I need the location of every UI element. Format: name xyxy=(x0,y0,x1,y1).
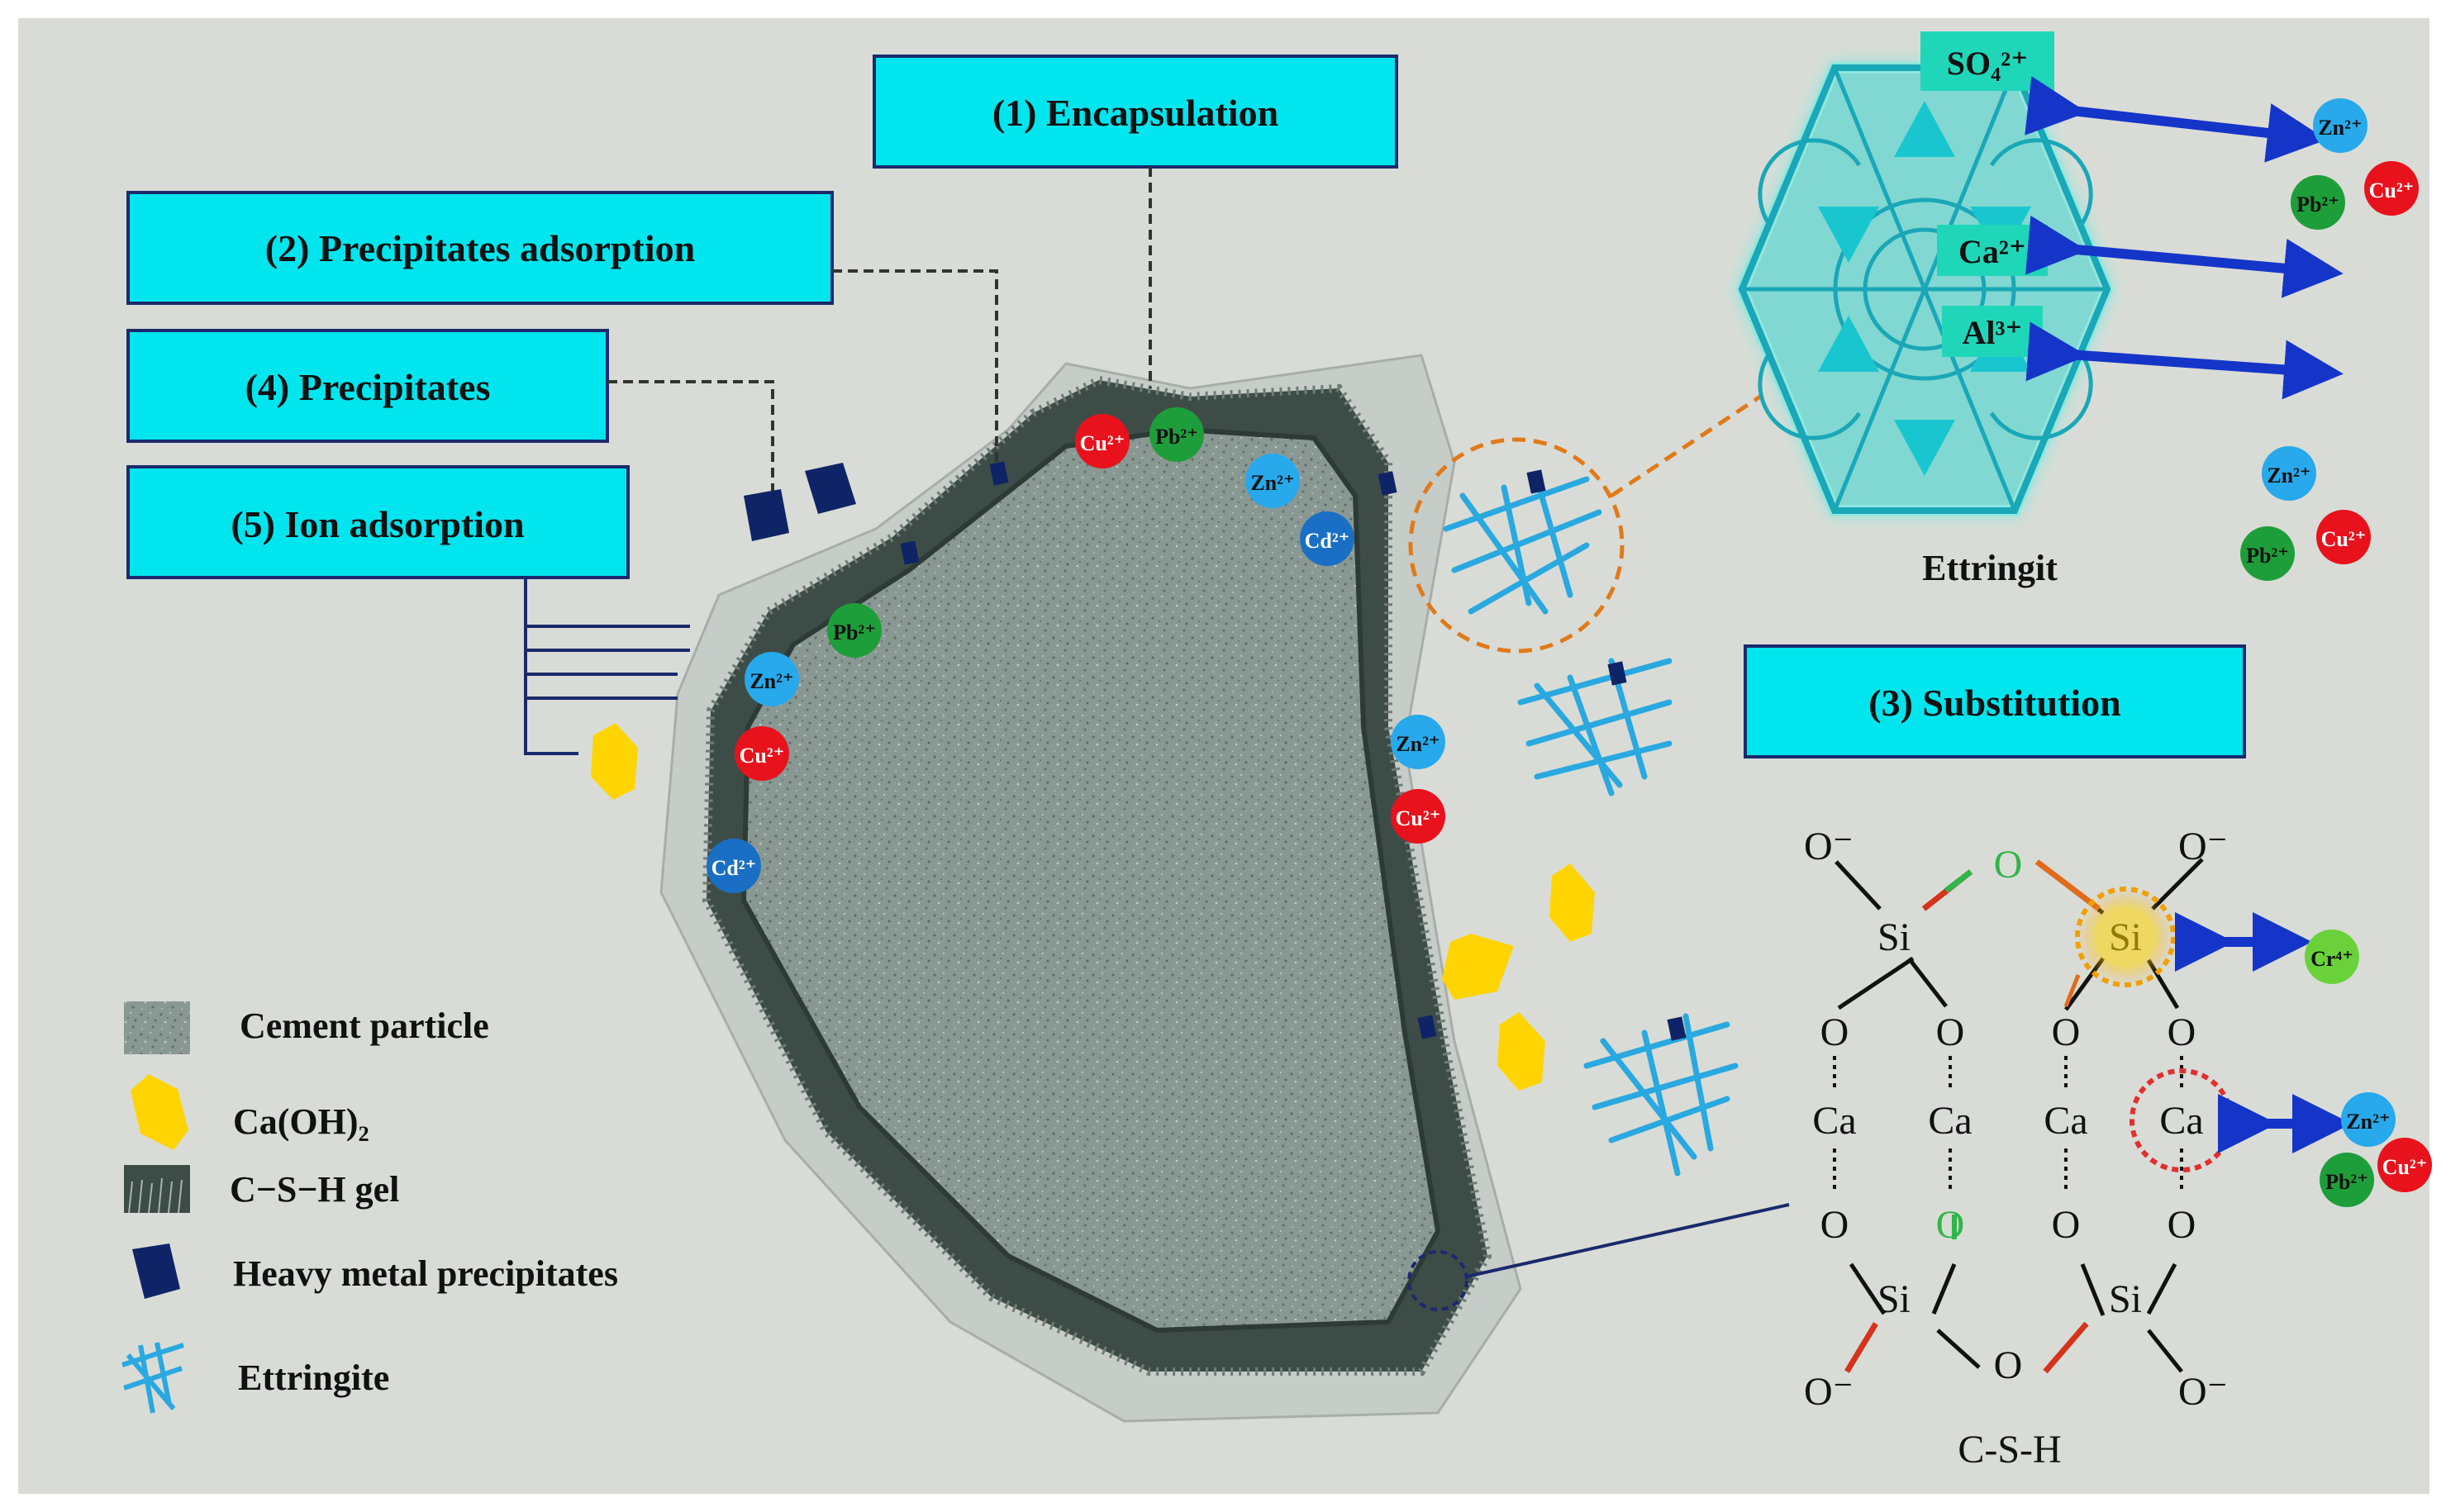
ettringite-cluster xyxy=(1583,1013,1739,1177)
precipitate-small xyxy=(1417,1015,1437,1039)
svg-text:Ca: Ca xyxy=(1812,1099,1856,1143)
legend-cement-label: Cement particle xyxy=(240,1006,489,1046)
legend-caoh2-swatch xyxy=(131,1074,188,1150)
precipitate-cube xyxy=(805,463,856,514)
csh-zoom-line xyxy=(1466,1203,1790,1278)
heavy-metal-precipitates xyxy=(744,461,1437,1039)
legend: Cement particle Ca(OH)₂ C−S−H gel Heavy … xyxy=(121,1001,618,1414)
svg-text:Pb²⁺: Pb²⁺ xyxy=(2325,1170,2368,1194)
svg-text:Pb²⁺: Pb²⁺ xyxy=(833,620,876,644)
svg-text:Zn²⁺: Zn²⁺ xyxy=(1250,471,1294,495)
label-precipitates: (4) Precipitates xyxy=(245,366,491,408)
csh-structure-panel: O⁻ O O⁻ Si Si O O O O Ca Ca Ca Ca O O O … xyxy=(1804,825,2432,1472)
svg-text:Zn²⁺: Zn²⁺ xyxy=(2346,1110,2390,1134)
svg-text:Cu²⁺: Cu²⁺ xyxy=(2369,178,2415,202)
svg-text:O⁻: O⁻ xyxy=(2178,825,2228,868)
precipitate-small xyxy=(1378,471,1397,496)
ettringite-structure-panel: SO₄²⁺ Ca²⁺ Al³⁺ Ettringit Zn²⁺ Pb²⁺ Cu²⁺… xyxy=(1735,31,2419,588)
label-box-substitution xyxy=(1744,644,2246,758)
csh-zoom-circle xyxy=(1407,1250,1468,1311)
precipitate-small xyxy=(989,461,1009,486)
svg-text:Cd²⁺: Cd²⁺ xyxy=(1305,529,1350,553)
svg-text:Cu²⁺: Cu²⁺ xyxy=(1080,431,1125,455)
label-ion-adsorption: (5) Ion adsorption xyxy=(231,503,524,545)
svg-text:O: O xyxy=(2168,1010,2196,1054)
caoh2-hexagon xyxy=(1442,934,1514,1000)
precipitate-small xyxy=(1607,661,1627,686)
ettringite-zoom-line xyxy=(1610,394,1762,498)
svg-text:Ca: Ca xyxy=(1928,1099,1972,1143)
adsorbed-ions: Cu²⁺ Pb²⁺ Zn²⁺ Cd²⁺ Pb²⁺ Zn²⁺ Cu²⁺ Cd²⁺ … xyxy=(707,407,1445,893)
svg-text:O: O xyxy=(2052,1203,2081,1247)
label-box-ion-adsorption xyxy=(126,465,630,579)
label-encapsulation: (1) Encapsulation xyxy=(992,92,1278,134)
precipitate-small xyxy=(1667,1016,1687,1041)
caoh2-hexagon xyxy=(1549,863,1595,942)
ettringite-cluster xyxy=(1443,476,1602,615)
label-substitution: (3) Substitution xyxy=(1868,682,2120,724)
svg-text:Cd²⁺: Cd²⁺ xyxy=(711,856,757,880)
label-precipitates-adsorption: (2) Precipitates adsorption xyxy=(265,227,695,269)
ettringite-panel-label: Ettringit xyxy=(1922,548,2058,588)
svg-text:O⁻: O⁻ xyxy=(2178,1370,2228,1414)
svg-text:Cu²⁺: Cu²⁺ xyxy=(740,744,785,768)
caoh2-hexagon xyxy=(591,723,638,800)
svg-text:O: O xyxy=(1936,1010,1965,1054)
ettringite-zoom-circle xyxy=(1408,437,1625,654)
csh-panel-label: C-S-H xyxy=(1958,1428,2061,1472)
svg-text:O: O xyxy=(2168,1203,2196,1247)
svg-text:Si: Si xyxy=(1877,1277,1911,1321)
svg-text:O⁻: O⁻ xyxy=(1804,825,1854,868)
svg-text:Si: Si xyxy=(1877,915,1911,959)
svg-text:O: O xyxy=(1820,1203,1849,1247)
legend-caoh2-label: Ca(OH)₂ xyxy=(233,1101,369,1142)
svg-text:Zn²⁺: Zn²⁺ xyxy=(2318,116,2362,140)
caoh2-hexagon xyxy=(1497,1012,1545,1091)
mechanism-labels: (1) Encapsulation (2) Precipitates adsor… xyxy=(126,55,2246,758)
svg-text:Si: Si xyxy=(2109,1277,2142,1321)
svg-text:Zn²⁺: Zn²⁺ xyxy=(1396,732,1440,756)
svg-text:Zn²⁺: Zn²⁺ xyxy=(2267,464,2310,487)
svg-text:O⁻: O⁻ xyxy=(1804,1370,1854,1414)
svg-text:Ca: Ca xyxy=(2159,1099,2203,1143)
ettringite-clusters xyxy=(1443,476,1739,1177)
legend-precipitate-swatch xyxy=(132,1243,180,1299)
svg-text:Pb²⁺: Pb²⁺ xyxy=(1155,425,1198,449)
legend-precipitate-label: Heavy metal precipitates xyxy=(233,1253,618,1294)
precipitate-small xyxy=(900,540,920,565)
svg-text:Pb²⁺: Pb²⁺ xyxy=(2246,544,2289,568)
svg-text:Zn²⁺: Zn²⁺ xyxy=(750,669,793,693)
precipitate-small xyxy=(1526,469,1546,494)
svg-text:Ca: Ca xyxy=(2044,1099,2087,1143)
svg-text:Cr⁴⁺: Cr⁴⁺ xyxy=(2310,947,2353,971)
svg-text:O: O xyxy=(1820,1010,1849,1054)
label-box-precipitates xyxy=(126,329,609,443)
svg-text:O: O xyxy=(1994,843,2023,887)
caoh2-crystals xyxy=(591,723,1595,1091)
svg-text:O: O xyxy=(2052,1010,2081,1054)
ettringite-cluster xyxy=(1517,658,1673,796)
svg-text:Pb²⁺: Pb²⁺ xyxy=(2296,193,2339,216)
legend-ettringite-label: Ettringite xyxy=(238,1357,389,1398)
svg-text:O: O xyxy=(1994,1343,2023,1387)
svg-text:Cu²⁺: Cu²⁺ xyxy=(1396,806,1441,830)
legend-ettringite-swatch xyxy=(121,1342,184,1414)
ca-label: Ca²⁺ xyxy=(1958,233,2026,270)
precipitate-cube xyxy=(744,489,789,541)
svg-text:Cu²⁺: Cu²⁺ xyxy=(2321,527,2367,551)
so4-label: SO₄²⁺ xyxy=(1947,45,2028,82)
al-label: Al³⁺ xyxy=(1962,314,2022,351)
legend-cement-swatch xyxy=(124,1001,190,1054)
label-box-precipitates-adsorption xyxy=(126,191,834,305)
legend-csh-label: C−S−H gel xyxy=(230,1169,399,1210)
svg-text:Cu²⁺: Cu²⁺ xyxy=(2382,1155,2428,1179)
label-box-encapsulation xyxy=(873,55,1398,169)
svg-text:O: O xyxy=(1936,1203,1965,1247)
